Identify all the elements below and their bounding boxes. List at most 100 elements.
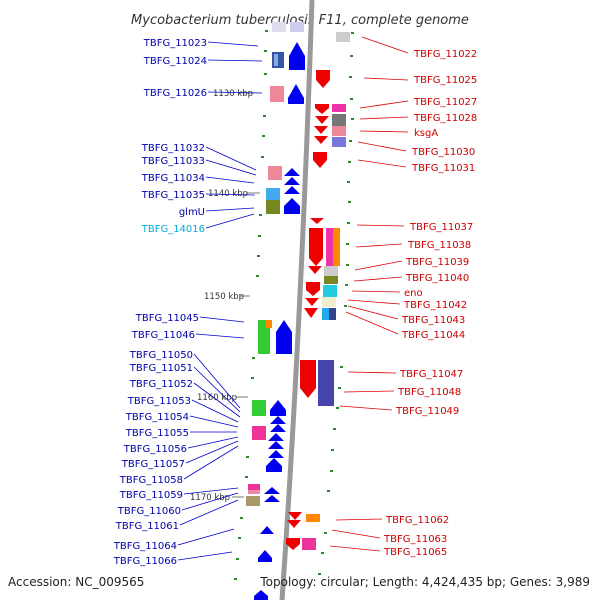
tick-label: 1140 kbp — [208, 189, 248, 199]
gene-label-left-highlight: TBFG_14016 — [141, 224, 205, 235]
gene-arrow — [258, 550, 272, 562]
gene-arrow — [313, 152, 327, 168]
gene-label-right: TBFG_11040 — [405, 273, 469, 284]
right-gene-labels: TBFG_11022 TBFG_11025 TBFG_11027 TBFG_11… — [383, 49, 477, 558]
left-gene-labels: TBFG_11023 TBFG_11024 TBFG_11026 TBFG_11… — [113, 38, 207, 567]
feature-box — [329, 308, 336, 320]
gene-arrow — [305, 298, 319, 306]
gene-arrow — [287, 520, 301, 528]
gene-label-right: TBFG_11031 — [411, 163, 475, 174]
map-title: Mycobacterium tuberculosis F11, complete… — [131, 13, 469, 28]
gene-label-right: TBFG_11027 — [413, 97, 477, 108]
gene-arrow — [268, 450, 284, 458]
feature-box — [252, 426, 266, 440]
gene-arrow — [286, 538, 300, 550]
gene-arrow — [315, 104, 329, 114]
gene-arrow — [314, 136, 328, 144]
gene-arrow — [309, 228, 323, 266]
gene-arrow — [254, 590, 268, 600]
feature-box — [248, 484, 260, 490]
feature-box — [324, 276, 338, 284]
gene-arrow — [276, 320, 292, 354]
feature-box — [258, 320, 270, 354]
gene-label-left: TBFG_11056 — [123, 444, 187, 455]
gene-arrow — [288, 84, 304, 104]
feature-box — [333, 228, 340, 266]
feature-box — [324, 266, 338, 276]
gene-label-right: TBFG_11022 — [413, 49, 477, 60]
gene-label-left: TBFG_11024 — [143, 56, 207, 67]
gene-label-left: glmU — [179, 207, 205, 218]
gene-arrow — [268, 441, 284, 449]
ruler-marks — [234, 30, 354, 580]
gene-arrow — [268, 433, 284, 441]
gene-label-right: TBFG_11048 — [397, 387, 461, 398]
gene-label-left: TBFG_11061 — [115, 521, 179, 532]
gene-arrow — [306, 282, 320, 296]
gene-arrow — [260, 526, 274, 534]
feature-box — [274, 54, 278, 66]
tick-label: 1170 kbp — [190, 493, 230, 503]
feature-box — [248, 490, 260, 494]
feature-box — [318, 360, 334, 406]
feature-box — [326, 228, 333, 266]
feature-box — [336, 32, 350, 42]
gene-label-right: TBFG_11047 — [399, 369, 463, 380]
gene-arrow — [270, 416, 286, 424]
gene-arrow — [308, 266, 322, 274]
genome-backbone — [279, 0, 315, 600]
gene-arrow — [284, 198, 300, 214]
gene-label-right: TBFG_11028 — [413, 113, 477, 124]
gene-arrow — [284, 168, 300, 176]
feature-box — [322, 308, 329, 320]
tick-label: 1130 kbp — [213, 89, 253, 99]
tick-label: 1150 kbp — [204, 292, 244, 302]
gene-label-right: TBFG_11037 — [409, 222, 473, 233]
gene-label-right: TBFG_11030 — [411, 147, 475, 158]
reverse-strand-genes — [286, 70, 330, 550]
gene-label-left: TBFG_11064 — [113, 541, 177, 552]
gene-label-right: TBFG_11042 — [403, 300, 467, 311]
feature-box — [323, 285, 337, 297]
gene-label-left: TBFG_11054 — [125, 412, 189, 423]
gene-arrow — [314, 126, 328, 134]
feature-box — [332, 104, 346, 112]
gene-arrow — [304, 308, 318, 318]
gene-label-left: TBFG_11052 — [129, 379, 193, 390]
gene-arrow — [264, 487, 280, 494]
feature-box — [332, 114, 346, 126]
feature-box — [272, 22, 286, 32]
gene-label-left: TBFG_11046 — [131, 330, 195, 341]
feature-box — [302, 538, 316, 550]
gene-arrow — [316, 70, 330, 88]
gene-label-right: ksgA — [414, 128, 438, 139]
gene-label-right: eno — [404, 288, 423, 299]
feature-box — [332, 137, 346, 147]
gene-label-right: TBFG_11044 — [401, 330, 465, 341]
gene-label-left: TBFG_11050 — [129, 350, 193, 361]
gene-arrow — [300, 360, 316, 398]
gene-label-left: TBFG_11034 — [141, 173, 205, 184]
right-leader-lines — [329, 36, 409, 552]
gene-label-left: TBFG_11051 — [129, 363, 193, 374]
gene-arrow — [284, 186, 300, 194]
gene-label-right: TBFG_11063 — [383, 534, 447, 545]
gene-arrow — [284, 177, 300, 185]
gene-arrow — [288, 512, 302, 520]
gene-label-left: TBFG_11032 — [141, 143, 205, 154]
gene-arrow — [315, 116, 329, 124]
gene-label-right: TBFG_11049 — [395, 406, 459, 417]
gene-label-left: TBFG_11033 — [141, 156, 205, 167]
forward-strand-genes — [254, 42, 305, 600]
feature-box — [306, 514, 320, 522]
gene-label-right: TBFG_11062 — [385, 515, 449, 526]
gene-label-left: TBFG_11026 — [143, 88, 207, 99]
accession-text: Accession: NC_009565 — [8, 575, 144, 589]
gene-label-left: TBFG_11057 — [121, 459, 185, 470]
gene-label-right: TBFG_11043 — [401, 315, 465, 326]
gene-label-left: TBFG_11023 — [143, 38, 207, 49]
gene-arrow — [289, 42, 305, 70]
gene-label-left: TBFG_11045 — [135, 313, 199, 324]
